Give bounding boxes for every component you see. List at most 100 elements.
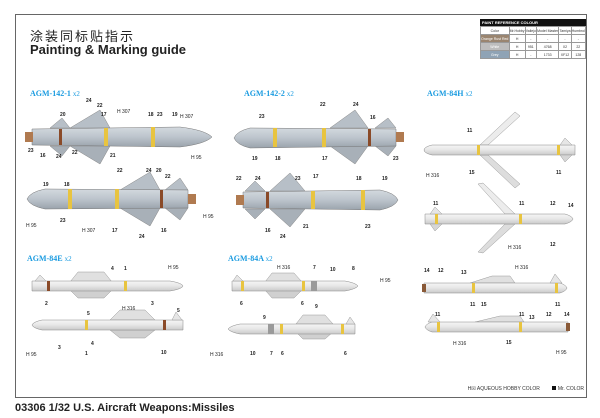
square-icon xyxy=(551,386,556,390)
svg-text:22: 22 xyxy=(236,176,242,182)
svg-text:4: 4 xyxy=(111,266,114,272)
svg-text:14: 14 xyxy=(424,268,430,274)
section-qty: x2 xyxy=(64,255,72,263)
footer-product-title: 03306 1/32 U.S. Aircraft Weapons:Missile… xyxy=(15,402,235,414)
svg-text:5: 5 xyxy=(177,308,180,314)
svg-text:H 316: H 316 xyxy=(426,173,440,179)
svg-text:9: 9 xyxy=(263,315,266,321)
svg-text:22: 22 xyxy=(97,103,103,109)
svg-text:12: 12 xyxy=(550,242,556,248)
svg-text:7: 7 xyxy=(270,351,273,357)
section-label-agm-142-2: AGM-142-2 x2 xyxy=(244,89,294,98)
svg-text:20: 20 xyxy=(156,168,162,174)
svg-text:15: 15 xyxy=(481,302,487,308)
svg-text:3: 3 xyxy=(151,301,154,307)
svg-text:11: 11 xyxy=(470,302,476,308)
svg-text:23: 23 xyxy=(393,156,399,162)
svg-text:11: 11 xyxy=(519,312,525,318)
svg-text:16: 16 xyxy=(265,228,271,234)
svg-text:11: 11 xyxy=(519,201,525,207)
svg-text:15: 15 xyxy=(469,170,475,176)
missile-agm-142-1-top xyxy=(25,109,213,165)
svg-text:8: 8 xyxy=(352,266,355,272)
missile-agm-84a-top xyxy=(231,272,359,299)
svg-text:6: 6 xyxy=(281,351,284,357)
svg-text:19: 19 xyxy=(382,176,388,182)
svg-text:17: 17 xyxy=(112,228,118,234)
svg-text:18: 18 xyxy=(275,156,281,162)
svg-text:13: 13 xyxy=(529,315,535,321)
svg-text:22: 22 xyxy=(320,102,326,108)
svg-text:7: 7 xyxy=(313,265,316,271)
svg-text:21: 21 xyxy=(303,224,309,230)
svg-text:22: 22 xyxy=(117,168,123,174)
svg-text:21: 21 xyxy=(110,153,116,159)
legend-aqueous: H☒ AQUEOUS HOBBY COLOR xyxy=(467,386,540,392)
svg-text:20: 20 xyxy=(60,112,66,118)
svg-text:11: 11 xyxy=(555,302,561,308)
svg-text:24: 24 xyxy=(255,176,261,182)
svg-text:23: 23 xyxy=(365,224,371,230)
svg-text:H 316: H 316 xyxy=(515,265,529,271)
svg-text:H 316: H 316 xyxy=(453,341,467,347)
humbrol-code: 128 xyxy=(570,50,587,59)
svg-text:24: 24 xyxy=(139,234,145,240)
svg-text:24: 24 xyxy=(86,98,92,104)
section-qty: x2 xyxy=(72,90,80,98)
title-english: Painting & Marking guide xyxy=(30,42,187,57)
paint-reference-table: PAINT REFERENCE COLOUR Color Mr.Hobby Va… xyxy=(480,19,587,59)
title-chinese: 涂装同标贴指示 xyxy=(30,30,136,45)
svg-text:17: 17 xyxy=(313,174,319,180)
svg-text:24: 24 xyxy=(56,154,62,160)
svg-text:12: 12 xyxy=(550,201,556,207)
svg-text:24: 24 xyxy=(353,102,359,108)
svg-text:H 95: H 95 xyxy=(26,352,37,358)
section-qty: x2 xyxy=(465,90,473,98)
svg-text:17: 17 xyxy=(322,156,328,162)
missile-agm-84a-bottom xyxy=(227,314,356,340)
svg-text:19: 19 xyxy=(252,156,258,162)
svg-text:H 316: H 316 xyxy=(210,352,224,358)
missile-agm-84h-side-top xyxy=(422,273,568,294)
svg-text:H 307: H 307 xyxy=(82,228,96,234)
section-label-agm-84e: AGM-84E x2 xyxy=(27,254,72,263)
svg-text:16: 16 xyxy=(40,153,46,159)
svg-text:H 95: H 95 xyxy=(26,223,37,229)
svg-text:10: 10 xyxy=(161,350,167,356)
svg-text:1: 1 xyxy=(85,351,88,357)
svg-text:16: 16 xyxy=(161,228,167,234)
legend-mr-color: Mr. COLOR xyxy=(551,386,584,392)
missile-agm-84h-side-bottom xyxy=(424,313,570,333)
svg-text:H 95: H 95 xyxy=(191,155,202,161)
svg-text:5: 5 xyxy=(87,311,90,317)
section-name: AGM-142-1 xyxy=(30,89,71,98)
section-label-agm-84h: AGM-84H x2 xyxy=(427,89,472,98)
svg-text:2: 2 xyxy=(45,301,48,307)
svg-text:11: 11 xyxy=(467,128,473,134)
svg-text:H 316: H 316 xyxy=(122,306,136,312)
section-qty: x2 xyxy=(286,90,294,98)
missile-agm-142-1-bottom xyxy=(26,171,196,227)
svg-text:H 316: H 316 xyxy=(508,245,522,251)
svg-text:14: 14 xyxy=(564,312,570,318)
missile-agm-142-2-top xyxy=(233,109,404,165)
svg-text:17: 17 xyxy=(101,112,107,118)
missile-agm-84h-bottom xyxy=(424,182,574,254)
svg-text:19: 19 xyxy=(43,182,49,188)
section-name: AGM-84E xyxy=(27,254,63,263)
svg-text:12: 12 xyxy=(546,312,552,318)
svg-text:23: 23 xyxy=(28,148,34,154)
svg-text:6: 6 xyxy=(344,351,347,357)
svg-text:H 95: H 95 xyxy=(203,214,214,220)
svg-text:6: 6 xyxy=(240,301,243,307)
svg-text:12: 12 xyxy=(438,268,444,274)
missile-agm-142-2-bottom xyxy=(236,172,399,228)
section-label-agm-142-1: AGM-142-1 x2 xyxy=(30,89,80,98)
svg-text:6: 6 xyxy=(301,301,304,307)
svg-text:19: 19 xyxy=(172,112,178,118)
svg-text:H 95: H 95 xyxy=(380,278,391,284)
svg-text:24: 24 xyxy=(280,234,286,240)
svg-text:24: 24 xyxy=(146,168,152,174)
